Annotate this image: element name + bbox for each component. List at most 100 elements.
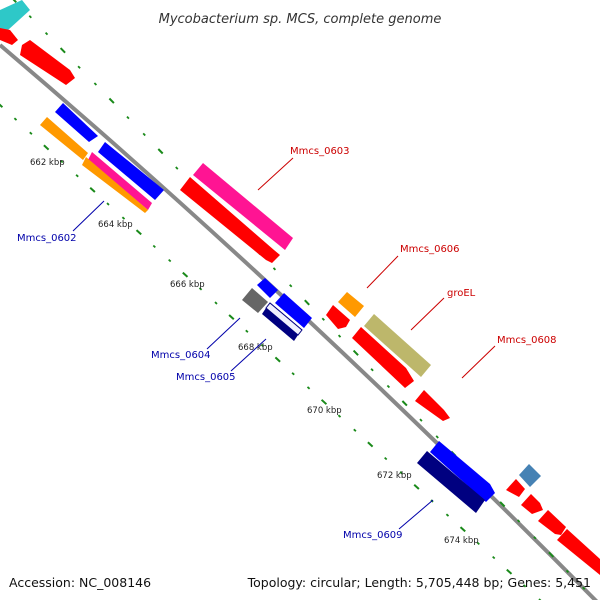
outer-minor-tick	[77, 65, 81, 69]
feature-red-0603[interactable]	[180, 177, 280, 263]
accession-text: Accession: NC_008146	[9, 575, 151, 590]
feature-steelblue-right[interactable]	[519, 464, 541, 487]
gene-label-mmcs-0604[interactable]: Mmcs_0604	[151, 350, 211, 361]
feature-red-right-d[interactable]	[557, 529, 600, 575]
outer-minor-tick	[386, 384, 391, 389]
outer-minor-tick	[337, 334, 342, 338]
inner-minor-tick	[13, 117, 18, 121]
outer-minor-tick	[126, 115, 130, 120]
gene-label-groel[interactable]: groEL	[447, 288, 476, 299]
feature-orange-664[interactable]	[82, 157, 148, 213]
outer-major-tick	[499, 501, 506, 508]
inner-minor-tick	[260, 343, 264, 348]
inner-minor-tick	[75, 174, 79, 178]
tick-label-668kbp: 668 kbp	[238, 343, 273, 353]
feature-navy-0605-inner[interactable]	[265, 302, 303, 336]
inner-major-tick	[135, 229, 142, 236]
outer-minor-tick	[533, 536, 537, 540]
outer-minor-tick	[516, 519, 521, 523]
feature-blue-0604[interactable]	[257, 278, 278, 298]
leader-mmcs-0603	[257, 157, 294, 191]
feature-navy-0605[interactable]	[262, 308, 298, 341]
inner-minor-tick	[522, 584, 527, 588]
inner-minor-tick	[476, 541, 480, 546]
outer-major-tick	[157, 148, 164, 155]
outer-major-tick	[12, 0, 17, 3]
outer-major-tick	[304, 299, 310, 306]
feature-red-groEL[interactable]	[352, 327, 414, 388]
feature-orange-0606[interactable]	[338, 292, 364, 317]
inner-minor-tick	[198, 287, 203, 291]
leader-mmcs-0602	[72, 200, 105, 232]
feature-navy-0609[interactable]	[417, 451, 485, 513]
gene-label-mmcs-0603[interactable]: Mmcs_0603	[290, 146, 350, 157]
feature-blue-0605[interactable]	[275, 293, 312, 328]
inner-major-tick	[0, 103, 4, 108]
inner-minor-tick	[538, 598, 542, 600]
inner-major-tick	[413, 483, 420, 490]
inner-major-tick	[89, 186, 96, 193]
inner-minor-tick	[337, 414, 342, 418]
outer-minor-tick	[28, 15, 32, 19]
feature-cyan-top[interactable]	[0, 0, 30, 30]
inner-minor-tick	[445, 513, 450, 517]
feature-red-right-c[interactable]	[538, 510, 566, 535]
inner-major-tick	[459, 526, 466, 533]
feature-red-0606[interactable]	[326, 305, 350, 329]
feature-red-0608[interactable]	[415, 390, 450, 421]
feature-khaki-groEL[interactable]	[364, 314, 431, 377]
inner-major-tick	[320, 399, 328, 405]
gene-label-mmcs-0606[interactable]: Mmcs_0606	[400, 244, 460, 255]
tick-label-662kbp: 662 kbp	[30, 158, 65, 168]
outer-major-tick	[548, 551, 555, 558]
inner-minor-tick	[60, 159, 64, 164]
outer-minor-tick	[272, 267, 277, 271]
tick-marks-outer	[12, 0, 586, 590]
gene-label-mmcs-0602[interactable]: Mmcs_0602	[17, 233, 77, 244]
outer-minor-tick	[93, 82, 98, 86]
gene-label-mmcs-0608[interactable]: Mmcs_0608	[497, 335, 557, 346]
feature-red-right-b[interactable]	[521, 494, 543, 514]
outer-major-tick	[108, 97, 115, 104]
genome-summary-text: Topology: circular; Length: 5,705,448 bp…	[247, 575, 591, 590]
outer-minor-tick	[175, 166, 179, 170]
feature-blue-662[interactable]	[55, 103, 98, 142]
tick-label-674kbp: 674 kbp	[444, 536, 479, 546]
feature-blue-0609[interactable]	[430, 441, 495, 502]
inner-minor-tick	[152, 244, 156, 249]
inner-major-tick	[43, 144, 50, 151]
map-title: Mycobacterium sp. MCS, complete genome	[159, 12, 442, 27]
tick-label-664kbp: 664 kbp	[98, 220, 133, 230]
inner-minor-tick	[384, 456, 388, 461]
tick-label-670kbp: 670 kbp	[307, 406, 342, 416]
outer-minor-tick	[321, 317, 325, 321]
feature-magenta-664[interactable]	[88, 152, 152, 210]
tick-marks-inner	[0, 103, 542, 600]
gene-label-mmcs-0605[interactable]: Mmcs_0605	[176, 372, 236, 383]
inner-minor-tick	[245, 329, 249, 333]
leader-groel	[410, 297, 445, 331]
outer-minor-tick	[582, 586, 586, 590]
outer-minor-tick	[370, 368, 374, 372]
leader-mmcs-0605	[230, 338, 267, 372]
inner-minor-tick	[291, 372, 295, 376]
inner-minor-tick	[29, 131, 33, 135]
feature-red-top-a[interactable]	[0, 28, 18, 45]
feature-red-right-a[interactable]	[506, 479, 525, 497]
outer-major-tick	[59, 47, 66, 54]
inner-major-tick	[506, 568, 513, 575]
feature-blue-664[interactable]	[98, 142, 164, 200]
feature-grey-0604[interactable]	[242, 288, 268, 313]
outer-minor-tick	[44, 31, 49, 36]
inner-minor-tick	[353, 428, 357, 432]
inner-minor-tick	[121, 216, 126, 220]
outer-major-tick	[401, 400, 408, 407]
feature-red-top-b[interactable]	[20, 40, 75, 85]
inner-major-tick	[228, 314, 235, 321]
feature-magenta-0603[interactable]	[193, 163, 293, 250]
inner-minor-tick	[492, 555, 496, 560]
outer-minor-tick	[435, 435, 439, 439]
feature-orange-662[interactable]	[40, 117, 88, 160]
gene-label-mmcs-0609[interactable]: Mmcs_0609	[343, 530, 403, 541]
outer-minor-tick	[565, 569, 570, 574]
